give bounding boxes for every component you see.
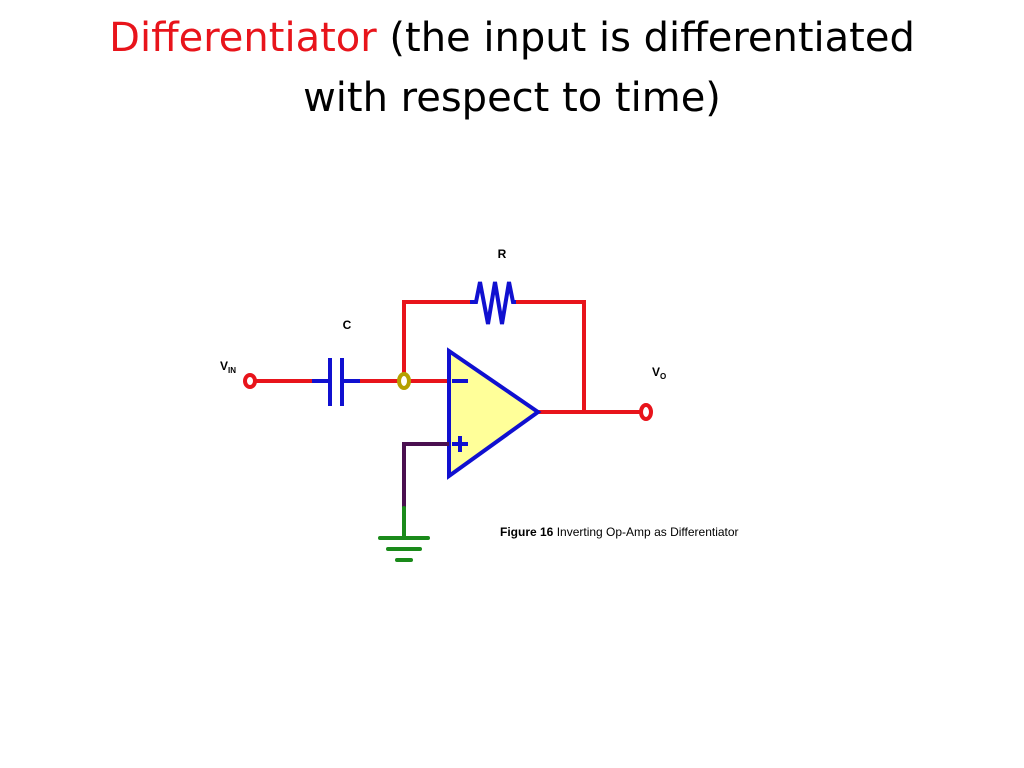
figure-caption: Figure 16 Inverting Op-Amp as Differenti… [500,525,739,539]
capacitor-c [312,358,360,406]
figure-caption-text: Inverting Op-Amp as Differentiator [553,525,739,539]
ground-symbol [378,506,430,562]
vin-label-subscript: IN [228,366,236,375]
vo-label-main: V [652,365,660,379]
wires [254,300,642,414]
resistor-label: R [498,247,507,261]
capacitor-label: C [343,318,352,332]
vo-label: VO [652,365,666,381]
title-line-1: Differentiator (the input is differentia… [0,8,1024,68]
title-rest: (the input is differentiated [376,15,915,61]
wire-feedback-left [402,300,472,377]
wire-noninverting-to-ground [402,442,449,508]
resistor-r [470,281,516,325]
inverting-node [397,372,411,390]
vin-label: VIN [220,359,236,375]
slide-title: Differentiator (the input is differentia… [0,8,1024,128]
vin-terminal [243,373,257,389]
vo-label-subscript: O [660,372,666,381]
op-amp [447,347,542,480]
vin-label-main: V [220,359,228,373]
figure-number: Figure 16 [500,525,554,539]
wire-feedback-right [514,300,586,414]
opamp-minus-text: − [10,9,11,11]
opamp-plus-text: + [10,9,11,11]
vo-terminal [639,403,653,421]
title-line-2: with respect to time) [303,75,721,121]
title-highlight: Differentiator [109,15,377,61]
